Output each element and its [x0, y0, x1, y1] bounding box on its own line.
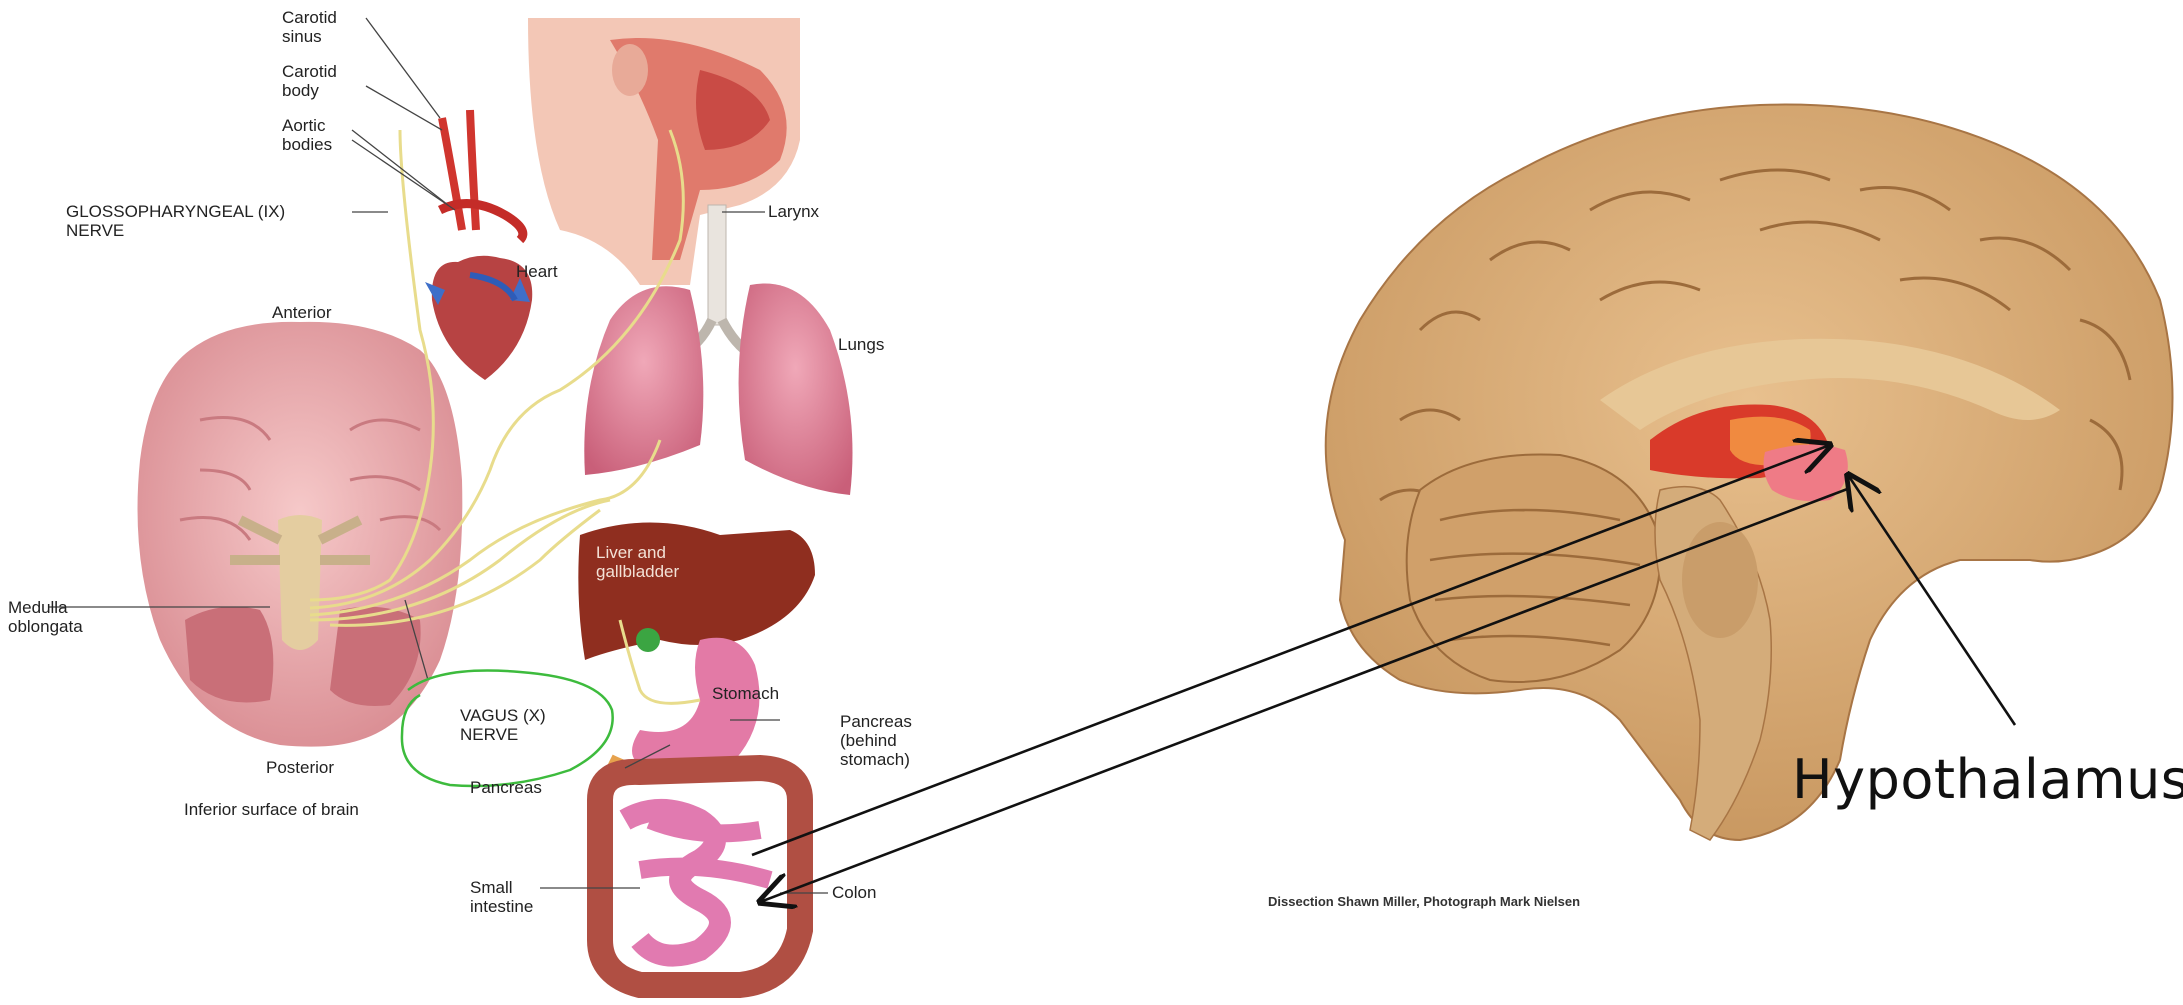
sagittal-brain — [1324, 103, 2174, 842]
label-posterior: Posterior — [266, 758, 335, 777]
label-glossopharyngeal-nerve: GLOSSOPHARYNGEAL (IX) NERVE — [66, 202, 286, 240]
hypothalamus-label-arrow — [1848, 475, 2017, 726]
connection-arrows — [751, 445, 2017, 902]
label-inferior-surface: Inferior surface of brain — [184, 800, 359, 819]
label-pancreas-behind-stomach: Pancreas (behind stomach) — [840, 712, 912, 769]
label-stomach: Stomach — [712, 684, 780, 703]
label-carotid-sinus: Carotid sinus — [282, 8, 337, 46]
label-heart: Heart — [516, 262, 558, 281]
label-vagus-nerve: VAGUS (X) NERVE — [460, 706, 546, 744]
label-liver-gallbladder: Liver and gallbladder — [596, 543, 680, 581]
label-colon: Colon — [832, 883, 877, 902]
head-neck-illustration — [528, 18, 800, 285]
arrow-to-hypothalamus — [751, 445, 1830, 857]
label-anterior: Anterior — [272, 303, 332, 322]
label-lungs: Lungs — [838, 335, 885, 354]
label-hypothalamus: Hypothalamus — [1792, 748, 2183, 811]
nerves — [309, 129, 701, 705]
label-larynx: Larynx — [768, 202, 820, 221]
photo-credit: Dissection Shawn Miller, Photograph Mark… — [1268, 894, 1581, 909]
vagus-highlight-circle — [400, 669, 614, 788]
label-pancreas: Pancreas — [470, 778, 542, 797]
intestines — [587, 754, 813, 998]
label-small-intestine: Small intestine — [470, 878, 534, 916]
label-aortic-bodies: Aortic bodies — [282, 116, 333, 154]
lungs — [584, 283, 853, 495]
label-medulla-oblongata: Medulla oblongata — [8, 598, 83, 636]
inferior-brain — [137, 321, 463, 747]
heart-and-arteries — [425, 109, 533, 380]
label-carotid-body: Carotid body — [282, 62, 337, 100]
arrow-to-intestine — [760, 486, 1851, 902]
liver — [578, 522, 815, 660]
